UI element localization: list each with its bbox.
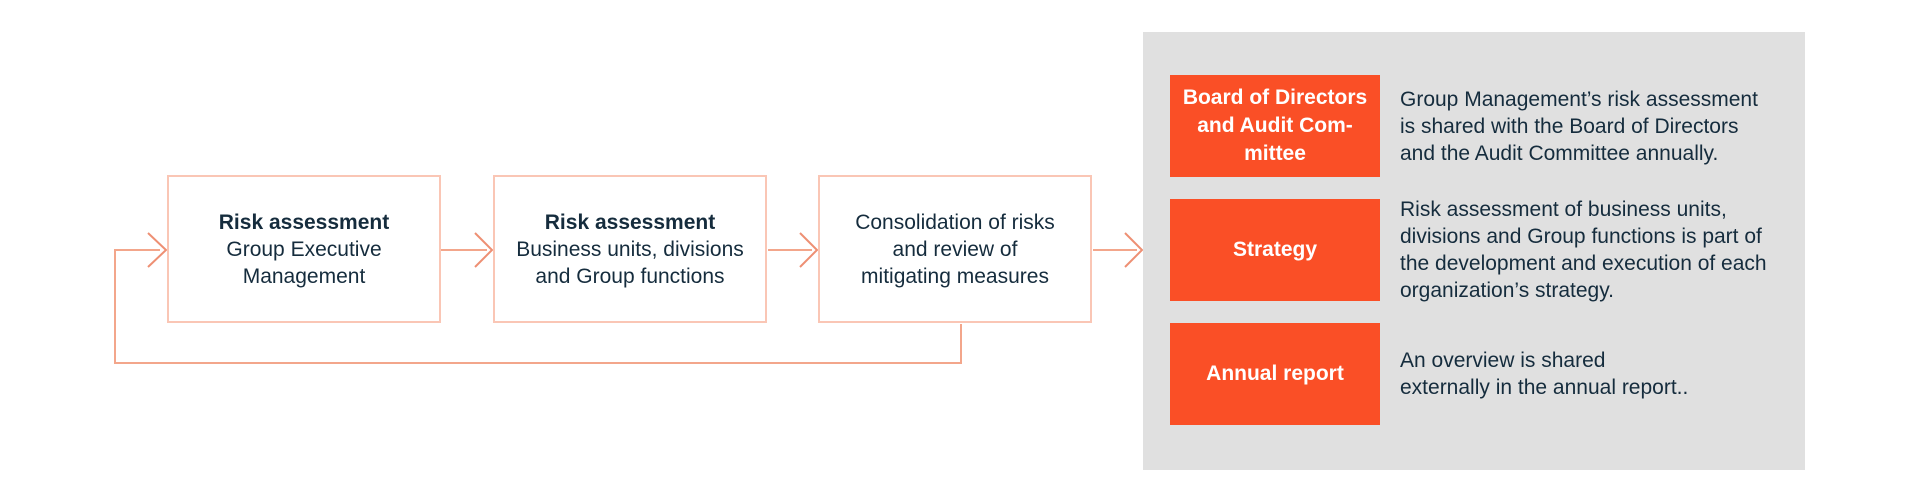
flow-box-consolidation: Consolidation of risks and review of mit… (818, 175, 1092, 323)
description-board-of-directors: Group Management’s risk assessment is sh… (1400, 87, 1758, 165)
label-annual-report: Annual report (1170, 323, 1380, 425)
feedback-loop-line (114, 249, 962, 364)
flow-box-title: Risk assessment (218, 210, 390, 234)
arrow-into-box1-icon (147, 232, 168, 268)
flow-box-business-units: Risk assessment Business units, division… (493, 175, 767, 323)
panel-row-strategy: Strategy Risk assessment of business uni… (1143, 198, 1805, 302)
panel-row-board-of-directors: Board of Directors and Audit Com- mittee… (1143, 75, 1805, 177)
label-board-of-directors: Board of Directors and Audit Com- mittee (1170, 75, 1380, 177)
label-strategy: Strategy (1170, 199, 1380, 301)
description-annual-report: An overview is shared externally in the … (1400, 349, 1689, 399)
description-strategy: Risk assessment of business units, divis… (1400, 198, 1767, 302)
arrow-box1-box2-icon (474, 232, 494, 268)
flow-box-group-executive-management: Risk assessment Group Executive Manageme… (167, 175, 441, 323)
arrow-box2-box3-icon (799, 232, 819, 268)
flow-box-body: Consolidation of risks and review of mit… (855, 210, 1055, 288)
panel-row-annual-report: Annual report An overview is shared exte… (1143, 323, 1805, 425)
flow-box-body: Group Executive Management (226, 237, 382, 288)
arrow-box3-panel-icon (1124, 232, 1144, 268)
flow-box-title: Risk assessment (544, 210, 716, 234)
flow-box-body: Business units, divisions and Group func… (516, 237, 744, 288)
legend-panel: Board of Directors and Audit Com- mittee… (1143, 32, 1805, 470)
